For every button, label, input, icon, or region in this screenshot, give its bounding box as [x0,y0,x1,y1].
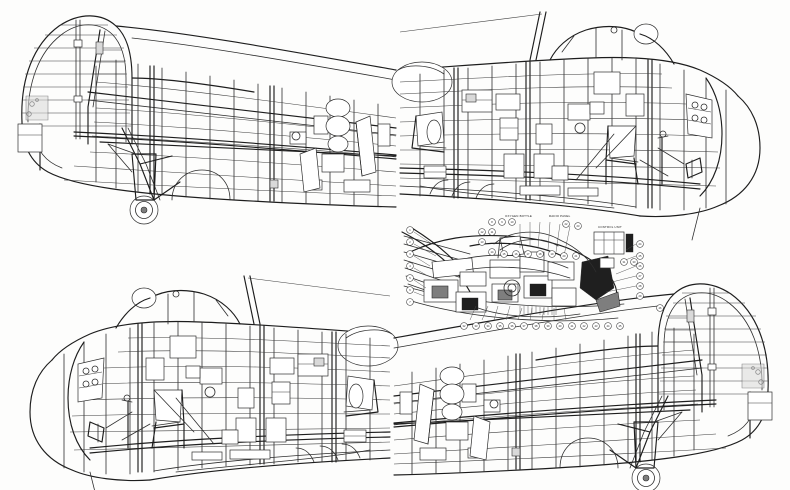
svg-text:33: 33 [475,324,478,328]
svg-text:7: 7 [409,300,411,304]
callout-group-right: 24 25 26 27 28 29 30 31 [620,240,644,300]
view-rear-fuselage-port-upper [17,15,397,225]
svg-text:18: 18 [539,252,542,256]
svg-text:6: 6 [409,288,411,292]
svg-text:23: 23 [577,224,580,228]
view-rear-fuselage-starboard-lower [393,283,773,490]
svg-text:19: 19 [551,252,554,256]
svg-text:26: 26 [639,264,642,268]
view-forward-fuselage-port-upper [391,11,761,241]
callout-group-left: 1 2 3 4 5 6 7 [406,226,414,306]
svg-text:36: 36 [511,324,514,328]
svg-text:12: 12 [481,230,484,234]
svg-text:3: 3 [409,252,411,256]
svg-text:29: 29 [639,294,642,298]
svg-text:2: 2 [409,240,411,244]
svg-text:5: 5 [409,276,411,280]
svg-text:44: 44 [607,324,610,328]
svg-text:15: 15 [503,252,506,256]
svg-text:30: 30 [633,260,636,264]
detail-label-control-unit: CONTROL UNIT [598,225,622,229]
svg-text:22: 22 [565,222,568,226]
svg-text:11: 11 [491,230,494,234]
svg-text:31: 31 [623,260,626,264]
svg-text:24: 24 [639,242,642,246]
svg-text:14: 14 [491,250,494,254]
svg-text:28: 28 [639,284,642,288]
svg-text:40: 40 [559,324,562,328]
svg-text:27: 27 [639,274,642,278]
detail-label-oxygen: OXYGEN BOTTLE [505,214,532,218]
svg-text:21: 21 [575,254,578,258]
svg-text:25: 25 [639,254,642,258]
svg-text:46: 46 [659,306,662,310]
svg-text:41: 41 [571,324,574,328]
svg-text:8: 8 [491,220,493,224]
svg-text:43: 43 [595,324,598,328]
svg-text:16: 16 [515,252,518,256]
svg-text:45: 45 [619,324,622,328]
svg-text:32: 32 [463,324,466,328]
svg-text:17: 17 [527,252,530,256]
svg-text:34: 34 [487,324,490,328]
svg-text:37: 37 [523,324,526,328]
svg-text:38: 38 [535,324,538,328]
callout-group-bottom: 32 33 34 35 36 37 38 39 40 41 42 43 44 4… [460,304,664,330]
view-forward-fuselage-starboard-lower [29,275,399,490]
detail-label-radio: RADIO PANEL [549,214,571,218]
svg-text:10: 10 [511,220,514,224]
svg-text:4: 4 [409,264,411,268]
svg-text:39: 39 [547,324,550,328]
view-cockpit-interior-detail: 1 2 3 4 5 6 7 8 9 10 11 12 13 14 15 16 1… [401,214,664,330]
callout-group-top: 8 9 10 11 12 13 14 15 16 17 18 19 20 21 … [478,218,582,260]
svg-text:20: 20 [563,254,566,258]
svg-text:13: 13 [481,240,484,244]
svg-text:9: 9 [501,220,503,224]
svg-text:1: 1 [409,228,411,232]
svg-text:42: 42 [583,324,586,328]
svg-text:35: 35 [499,324,502,328]
